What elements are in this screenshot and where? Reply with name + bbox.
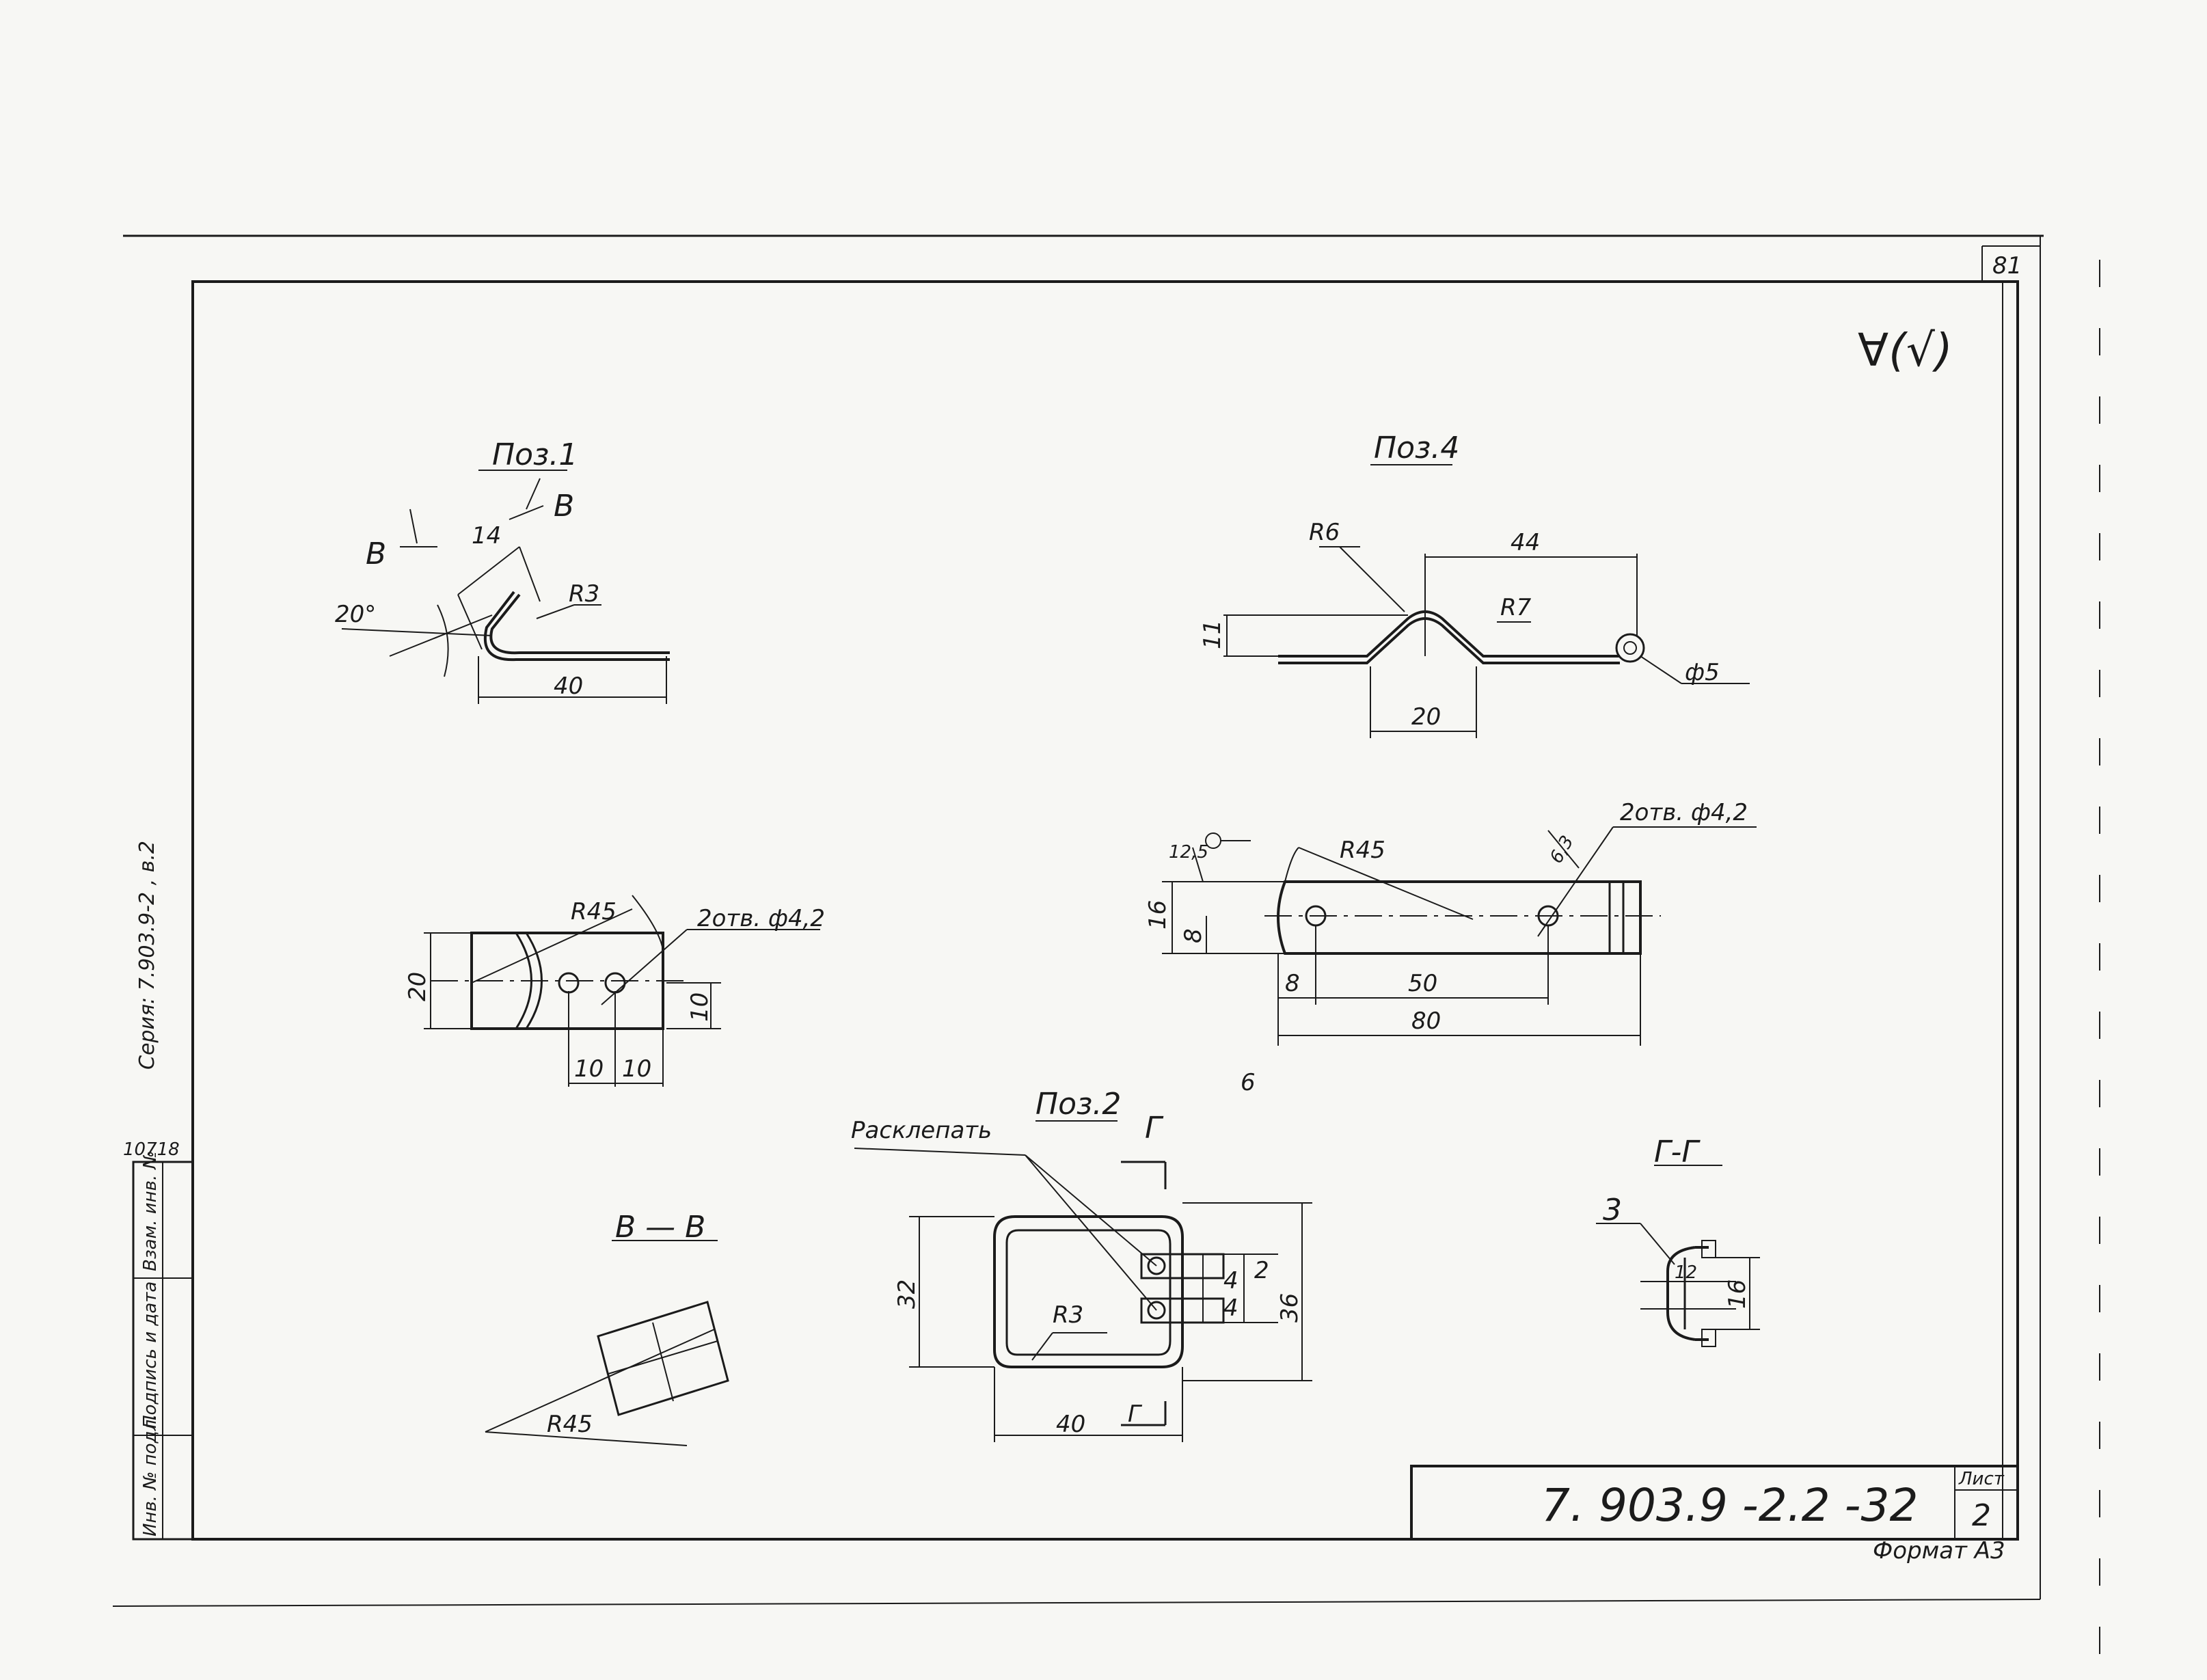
pos1-radius: R3: [569, 580, 599, 608]
sheet-label: Лист: [1958, 1469, 2005, 1489]
pos2-dim-36: 36: [1276, 1293, 1303, 1323]
pos2-dim-32: 32: [893, 1279, 921, 1309]
pos1-plan-dim-10-right: 10: [686, 992, 714, 1022]
pos1-angle: 20°: [335, 601, 376, 628]
pos4-title: Поз.4: [1374, 431, 1459, 465]
pos4-dim-20: 20: [1411, 703, 1441, 731]
section-bb: [485, 1240, 729, 1446]
pos2-dim-4b: 4: [1223, 1295, 1238, 1322]
pos1-plan-holes: 2отв. ф4,2: [697, 905, 825, 932]
pos1-dim-40: 40: [554, 673, 583, 700]
pos4-plan-roughness: 12,5: [1169, 842, 1208, 863]
section-gg-pos-ref: 3: [1603, 1193, 1622, 1228]
inventory-number: 10718: [123, 1139, 180, 1160]
section-bb-title: В — В: [615, 1210, 705, 1245]
sheet-frame: [112, 234, 2100, 1661]
sheet-number: 2: [1972, 1498, 1991, 1533]
pos1-section-mark-left: В: [366, 537, 386, 571]
pos4-plan-dim-8-vertical: 8: [1180, 928, 1207, 943]
stamp-field-signature: Подпись и дата: [140, 1282, 161, 1428]
pos2-dim-4a: 4: [1223, 1267, 1238, 1295]
title-block: [1410, 1465, 2019, 1541]
stray-mark: 6: [1241, 1069, 1256, 1096]
doc-code: 7. 903.9 -2.2 -32: [1541, 1479, 1918, 1532]
pos4-profile: [1223, 464, 1750, 738]
pos1-profile: [341, 470, 670, 704]
pos4-plan-dim-50: 50: [1408, 970, 1437, 997]
section-bb-radius: R45: [547, 1411, 593, 1438]
pos2-loop: [854, 1120, 1312, 1442]
pos2-section-mark-top: Г: [1145, 1111, 1164, 1146]
section-gg-dim-16: 16: [1724, 1279, 1751, 1309]
pos2-title: Поз.2: [1035, 1087, 1121, 1122]
roughness-mark: ∀(√): [1858, 324, 1953, 377]
pos1-section-mark-right: В: [554, 489, 574, 524]
pos2-dim-40: 40: [1056, 1411, 1085, 1438]
pos1-title: Поз.1: [492, 437, 578, 472]
pos1-plan: [424, 895, 820, 1087]
pos4-plan-radius: R45: [1340, 837, 1385, 864]
pos4-r6: R6: [1309, 519, 1340, 546]
pos4-dim-44: 44: [1511, 529, 1540, 556]
series-label: Серия: 7.903.9-2 , в.2: [135, 841, 159, 1070]
pos4-r7: R7: [1500, 594, 1532, 621]
pos4-plan-dim-80: 80: [1411, 1007, 1441, 1035]
pos1-dim-14: 14: [472, 522, 501, 550]
pos4-plan-dim-16: 16: [1144, 900, 1172, 930]
pos4-plan-dim-8-horizontal: 8: [1285, 970, 1300, 997]
page-number: 81: [1992, 252, 2022, 280]
section-gg-dim-12: 12: [1675, 1262, 1697, 1283]
pos1-plan-dim-20: 20: [404, 972, 431, 1001]
pos4-plan-holes: 2отв. ф4,2: [1620, 799, 1748, 826]
section-gg: [1596, 1165, 1760, 1347]
format-label: Формат А3: [1873, 1537, 2005, 1564]
pos4-dim-11: 11: [1199, 620, 1226, 649]
pos2-rivet-note: Расклепать: [851, 1117, 992, 1144]
pos2-section-mark-bottom: Г: [1128, 1400, 1143, 1428]
pos2-dim-2: 2: [1254, 1257, 1269, 1284]
side-stamp: [132, 1161, 194, 1541]
section-gg-title: Г-Г: [1654, 1135, 1701, 1169]
stamp-field-replacement: Взам. инв. №: [140, 1150, 161, 1271]
pos4-diam5: ф5: [1685, 659, 1720, 686]
stamp-field-original: Инв. № подл.: [140, 1414, 161, 1536]
pos1-plan-radius: R45: [571, 898, 617, 925]
pos2-radius: R3: [1053, 1301, 1083, 1329]
pos1-plan-dim-10-a: 10: [574, 1055, 604, 1083]
pos4-plan: [1162, 826, 1757, 1046]
pos1-plan-dim-10-b: 10: [622, 1055, 651, 1083]
